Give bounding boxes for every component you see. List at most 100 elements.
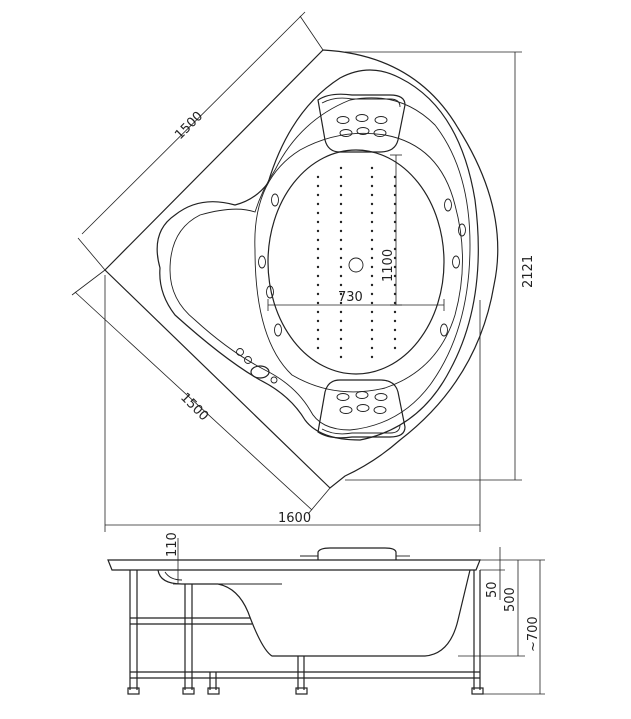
massage-dot xyxy=(316,202,320,206)
massage-dot xyxy=(393,283,397,287)
massage-dot xyxy=(339,166,343,170)
inner-width-dim: 730 xyxy=(267,290,445,311)
massage-dot xyxy=(316,310,320,314)
side-view: 110 50 500 ~700 xyxy=(107,532,545,695)
massage-dot xyxy=(393,193,397,197)
side-50-label: 50 xyxy=(485,581,500,598)
lower-side-dim: 1500 xyxy=(71,269,331,515)
massage-dot xyxy=(370,202,374,206)
massage-dot xyxy=(393,301,397,305)
side-height-dims: 50 500 ~700 xyxy=(458,547,545,695)
massage-dot xyxy=(316,175,320,179)
massage-dot xyxy=(339,193,343,197)
tub-seat-edge xyxy=(169,97,471,431)
massage-dot xyxy=(370,220,374,224)
support-feet xyxy=(127,687,484,695)
rim-height-label: 110 xyxy=(165,532,180,557)
massage-dot xyxy=(339,202,343,206)
side-700-label: ~700 xyxy=(526,616,541,652)
massage-dot xyxy=(370,355,374,359)
massage-dot xyxy=(393,328,397,332)
massage-dot xyxy=(393,292,397,296)
massage-dot xyxy=(370,229,374,233)
side-rim xyxy=(107,559,481,571)
massage-dot xyxy=(370,319,374,323)
massage-dot xyxy=(370,301,374,305)
massage-dot xyxy=(316,247,320,251)
massage-dot xyxy=(316,211,320,215)
massage-dot xyxy=(393,319,397,323)
massage-dot xyxy=(393,229,397,233)
headrest-bottom xyxy=(317,379,406,439)
drain-icon xyxy=(348,257,364,273)
control-panel xyxy=(236,348,278,384)
massage-dot xyxy=(393,274,397,278)
massage-dot xyxy=(370,247,374,251)
support-frame xyxy=(129,570,481,690)
tub-outer-rim xyxy=(104,49,499,489)
massage-dot xyxy=(339,175,343,179)
massage-dot xyxy=(339,328,343,332)
massage-dot xyxy=(316,184,320,188)
massage-dot xyxy=(316,319,320,323)
massage-dot xyxy=(339,265,343,269)
massage-dot xyxy=(339,229,343,233)
massage-dot xyxy=(339,292,343,296)
upper-side-dim: 1500 xyxy=(77,11,324,271)
tub-oval-basin xyxy=(267,149,445,375)
massage-dot xyxy=(370,166,374,170)
massage-dot xyxy=(339,256,343,260)
massage-dot xyxy=(393,256,397,260)
massage-dot xyxy=(393,211,397,215)
massage-dot xyxy=(316,292,320,296)
massage-dot xyxy=(393,337,397,341)
massage-dot xyxy=(339,211,343,215)
massage-dot xyxy=(316,256,320,260)
massage-dot xyxy=(393,184,397,188)
massage-dot xyxy=(370,193,374,197)
massage-dot xyxy=(316,229,320,233)
side-tub-inner xyxy=(164,571,183,581)
inner-width-label: 730 xyxy=(338,290,363,305)
massage-dot xyxy=(316,328,320,332)
depth-label: 2121 xyxy=(521,255,536,288)
side-tub-body xyxy=(157,569,471,657)
headrest-top xyxy=(317,93,406,153)
massage-dot xyxy=(393,247,397,251)
massage-dot xyxy=(370,292,374,296)
width-label: 1600 xyxy=(278,511,311,526)
massage-dot xyxy=(393,310,397,314)
massage-dot xyxy=(339,346,343,350)
massage-dot xyxy=(370,328,374,332)
massage-dot xyxy=(370,256,374,260)
side-500-label: 500 xyxy=(503,587,518,612)
massage-dot xyxy=(370,184,374,188)
massage-dot xyxy=(316,346,320,350)
massage-dot xyxy=(339,319,343,323)
massage-dot xyxy=(316,265,320,269)
massage-dot xyxy=(339,274,343,278)
massage-dot xyxy=(370,238,374,242)
inner-length-dim: 1100 xyxy=(381,154,402,306)
massage-dot xyxy=(370,346,374,350)
massage-dot xyxy=(370,274,374,278)
side-headrest xyxy=(317,547,397,560)
top-view: 1100 730 1500 1500 2121 xyxy=(71,11,536,532)
massage-dot xyxy=(370,337,374,341)
massage-dot xyxy=(393,220,397,224)
massage-dot xyxy=(339,184,343,188)
massage-dot xyxy=(339,310,343,314)
massage-dot xyxy=(339,301,343,305)
massage-dot xyxy=(339,220,343,224)
tub-inner-rim xyxy=(156,69,479,441)
massage-dot xyxy=(393,202,397,206)
side-jets xyxy=(258,193,466,337)
depth-dim: 2121 xyxy=(345,51,536,481)
massage-dot xyxy=(393,175,397,179)
massage-dot xyxy=(316,283,320,287)
massage-dot-grid xyxy=(316,166,397,359)
tub-bowl xyxy=(254,132,463,393)
massage-dot xyxy=(393,238,397,242)
rim-height-dim: 110 xyxy=(165,532,183,585)
